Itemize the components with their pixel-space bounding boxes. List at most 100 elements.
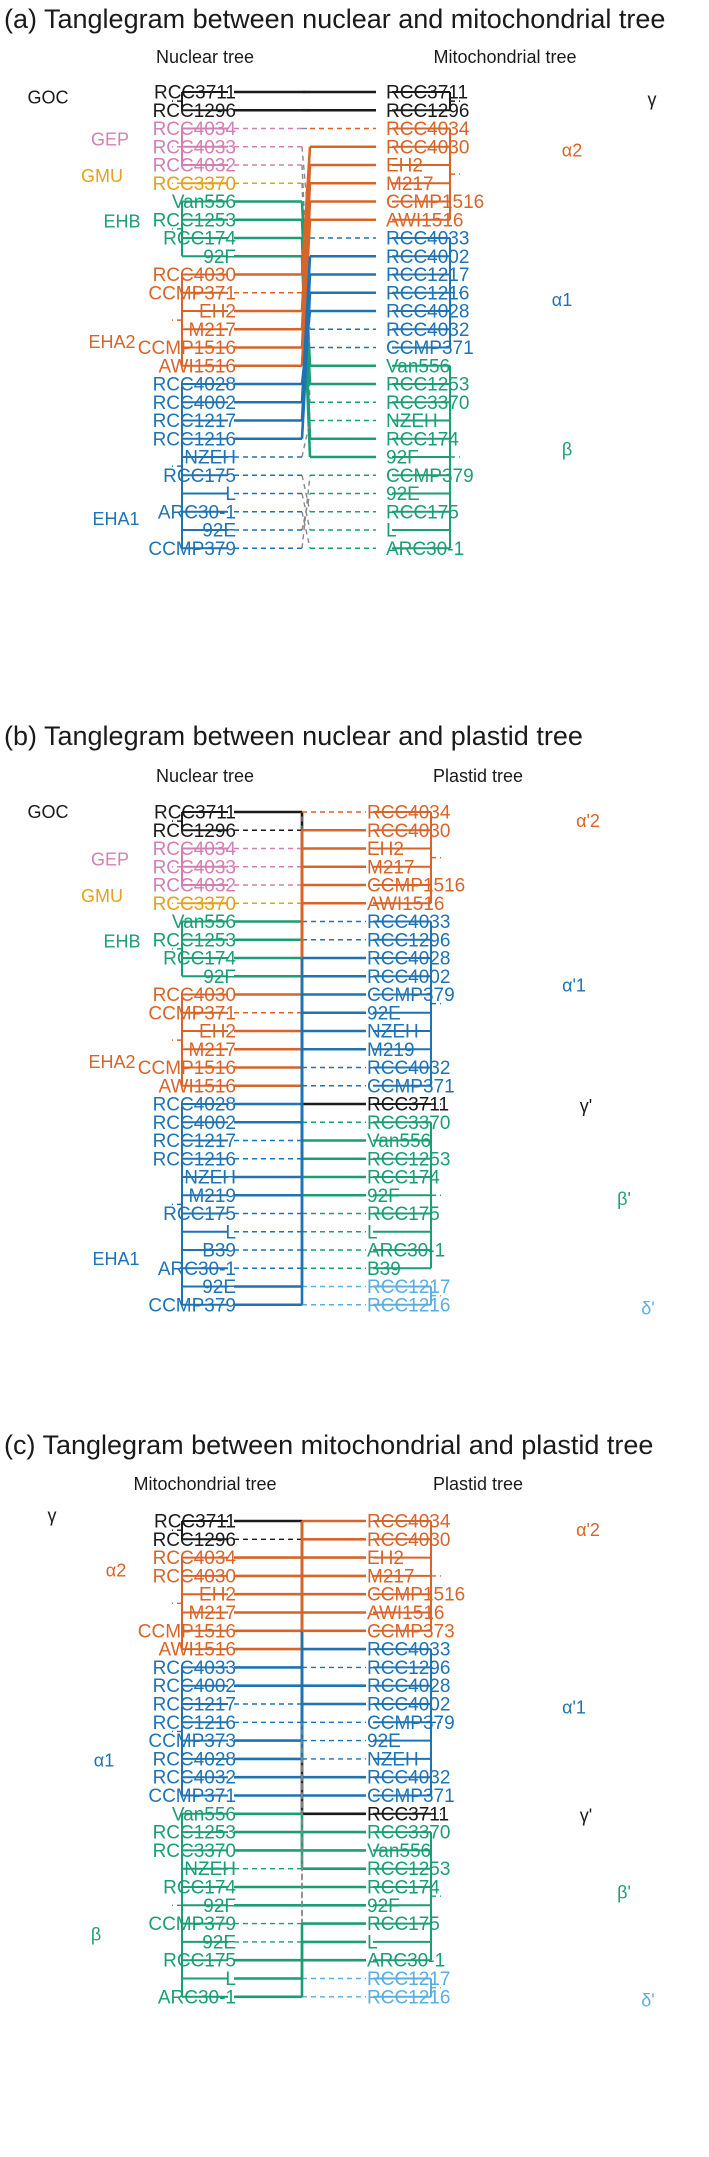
left-leaf-label: RCC3370 xyxy=(153,894,236,915)
left-leaf-label: RCC4032 xyxy=(153,1768,236,1789)
right-leaf-label: RCC175 xyxy=(367,1914,440,1935)
left-leaf-label: AWI1516 xyxy=(159,356,236,377)
right-leaf-label: RCC1217 xyxy=(386,265,469,286)
left-leaf-label: M217 xyxy=(188,1040,236,1061)
left-leaf-label: RCC4030 xyxy=(153,265,236,286)
right-leaf-label: RCC3370 xyxy=(367,1823,450,1844)
right-leaf-label: L xyxy=(367,1222,378,1243)
right-leaf-label: 92E xyxy=(367,1731,401,1752)
left-leaf-label: 92E xyxy=(202,521,236,542)
right-leaf-label: RCC174 xyxy=(386,429,459,450)
right-leaf-label: RCC4034 xyxy=(367,1512,451,1533)
right-leaf-label: RCC175 xyxy=(367,1204,440,1225)
left-leaf-label: RCC4032 xyxy=(153,876,236,897)
left-leaf-label: RCC4030 xyxy=(153,985,236,1006)
right-clade-label: γ' xyxy=(580,1096,592,1116)
right-leaf-label: RCC1216 xyxy=(367,1987,450,2008)
right-leaf-label: 92F xyxy=(367,1896,400,1917)
right-leaf-label: RCC4028 xyxy=(367,949,450,970)
link-20 xyxy=(301,420,311,458)
left-leaf-label: M217 xyxy=(188,320,236,341)
left-leaf-label: NZEH xyxy=(184,1859,236,1880)
left-leaf-label: RCC4030 xyxy=(153,1566,236,1587)
right-leaf-label: NZEH xyxy=(367,1022,419,1043)
left-leaf-label: RCC1296 xyxy=(153,101,236,122)
left-leaf-label: 92E xyxy=(202,1277,236,1298)
panel-c: (c) Tanglegram between mitochondrial and… xyxy=(4,1430,655,2010)
right-leaf-label: 92F xyxy=(367,1186,400,1207)
left-clade-label: EHA2 xyxy=(88,1052,135,1072)
left-leaf-label: CCMP371 xyxy=(148,1786,236,1807)
panel-b-right-tree-title: Plastid tree xyxy=(433,766,523,786)
right-leaf-label: RCC4028 xyxy=(386,302,469,323)
right-leaf-label: EH2 xyxy=(367,839,404,860)
right-leaf-label: CCMP379 xyxy=(367,1713,455,1734)
panel-b-title: (b) Tanglegram between nuclear and plast… xyxy=(4,721,583,751)
right-leaf-label: CCMP371 xyxy=(386,338,474,359)
left-leaf-label: 92E xyxy=(202,1932,236,1953)
right-clade-label: γ' xyxy=(580,1806,592,1826)
left-leaf-label: RCC1216 xyxy=(153,1149,236,1170)
right-leaf-label: CCMP1516 xyxy=(367,876,465,897)
left-leaf-label: L xyxy=(225,1969,236,1990)
left-leaf-label: RCC174 xyxy=(163,229,236,250)
left-leaf-label: ARC30-1 xyxy=(158,1259,236,1280)
right-leaf-label: Van556 xyxy=(367,1841,431,1862)
right-leaf-label: RCC4002 xyxy=(367,967,450,988)
left-leaf-label: RCC4028 xyxy=(153,375,236,396)
right-leaf-label: EH2 xyxy=(367,1548,404,1569)
left-leaf-label: CCMP371 xyxy=(148,1003,236,1024)
right-leaf-label: RCC4030 xyxy=(367,1530,450,1551)
right-leaf-label: RCC4032 xyxy=(386,320,469,341)
left-leaf-label: L xyxy=(225,1222,236,1243)
left-leaf-label: RCC4033 xyxy=(153,1658,236,1679)
left-leaf-label: CCMP1516 xyxy=(138,338,236,359)
link-23 xyxy=(301,511,311,549)
right-leaf-label: RCC4002 xyxy=(386,247,469,268)
right-leaf-label: RCC1253 xyxy=(367,1859,450,1880)
right-leaf-label: ARC30-1 xyxy=(386,539,464,560)
left-clade-label: EHA2 xyxy=(88,332,135,352)
left-leaf-label: 92F xyxy=(203,1896,236,1917)
right-leaf-label: CCMP371 xyxy=(367,1786,455,1807)
link-19 xyxy=(300,292,312,439)
left-leaf-label: RCC175 xyxy=(163,466,236,487)
left-leaf-label: ARC30-1 xyxy=(158,502,236,523)
right-leaf-label: AWI1516 xyxy=(367,1603,444,1624)
right-leaf-label: 92E xyxy=(367,1003,401,1024)
left-leaf-label: RCC1253 xyxy=(153,210,236,231)
left-clade-label: γ xyxy=(48,1506,57,1526)
panel-a-right-tree-title: Mitochondrial tree xyxy=(433,47,576,67)
left-leaf-label: RCC4002 xyxy=(153,1676,236,1697)
left-leaf-label: ARC30-1 xyxy=(158,1987,236,2008)
left-leaf-label: 92F xyxy=(203,967,236,988)
right-leaf-label: M217 xyxy=(386,174,434,195)
left-leaf-label: CCMP371 xyxy=(148,283,236,304)
left-leaf-label: RCC3370 xyxy=(153,1841,236,1862)
right-leaf-label: RCC1296 xyxy=(386,101,469,122)
left-leaf-label: RCC3711 xyxy=(154,1512,236,1533)
left-leaf-label: CCMP379 xyxy=(148,539,236,560)
right-leaf-label: RCC4034 xyxy=(386,119,470,140)
left-clade-label: GEP xyxy=(91,129,129,149)
right-leaf-label: RCC1217 xyxy=(367,1969,450,1990)
panel-b-left-tree-title: Nuclear tree xyxy=(156,766,254,786)
left-leaf-label: RCC1217 xyxy=(153,1131,236,1152)
right-leaf-label: RCC1253 xyxy=(386,375,469,396)
panel-a-left-tree-title: Nuclear tree xyxy=(156,47,254,67)
left-leaf-label: RCC4028 xyxy=(153,1749,236,1770)
left-leaf-label: EH2 xyxy=(199,1585,236,1606)
right-leaf-label: RCC3370 xyxy=(367,1113,450,1134)
link-25 xyxy=(301,475,311,549)
right-leaf-label: CCMP1516 xyxy=(367,1585,465,1606)
right-leaf-label: AWI1516 xyxy=(367,894,444,915)
left-leaf-label: RCC4033 xyxy=(153,137,236,158)
right-clade-label: α1 xyxy=(552,290,572,310)
link-21 xyxy=(301,475,311,512)
right-leaf-label: RCC174 xyxy=(367,1168,440,1189)
right-leaf-label: RCC3370 xyxy=(386,393,469,414)
right-leaf-label: RCC3711 xyxy=(367,1804,449,1825)
left-leaf-label: L xyxy=(225,484,236,505)
right-leaf-label: RCC4030 xyxy=(386,137,469,158)
